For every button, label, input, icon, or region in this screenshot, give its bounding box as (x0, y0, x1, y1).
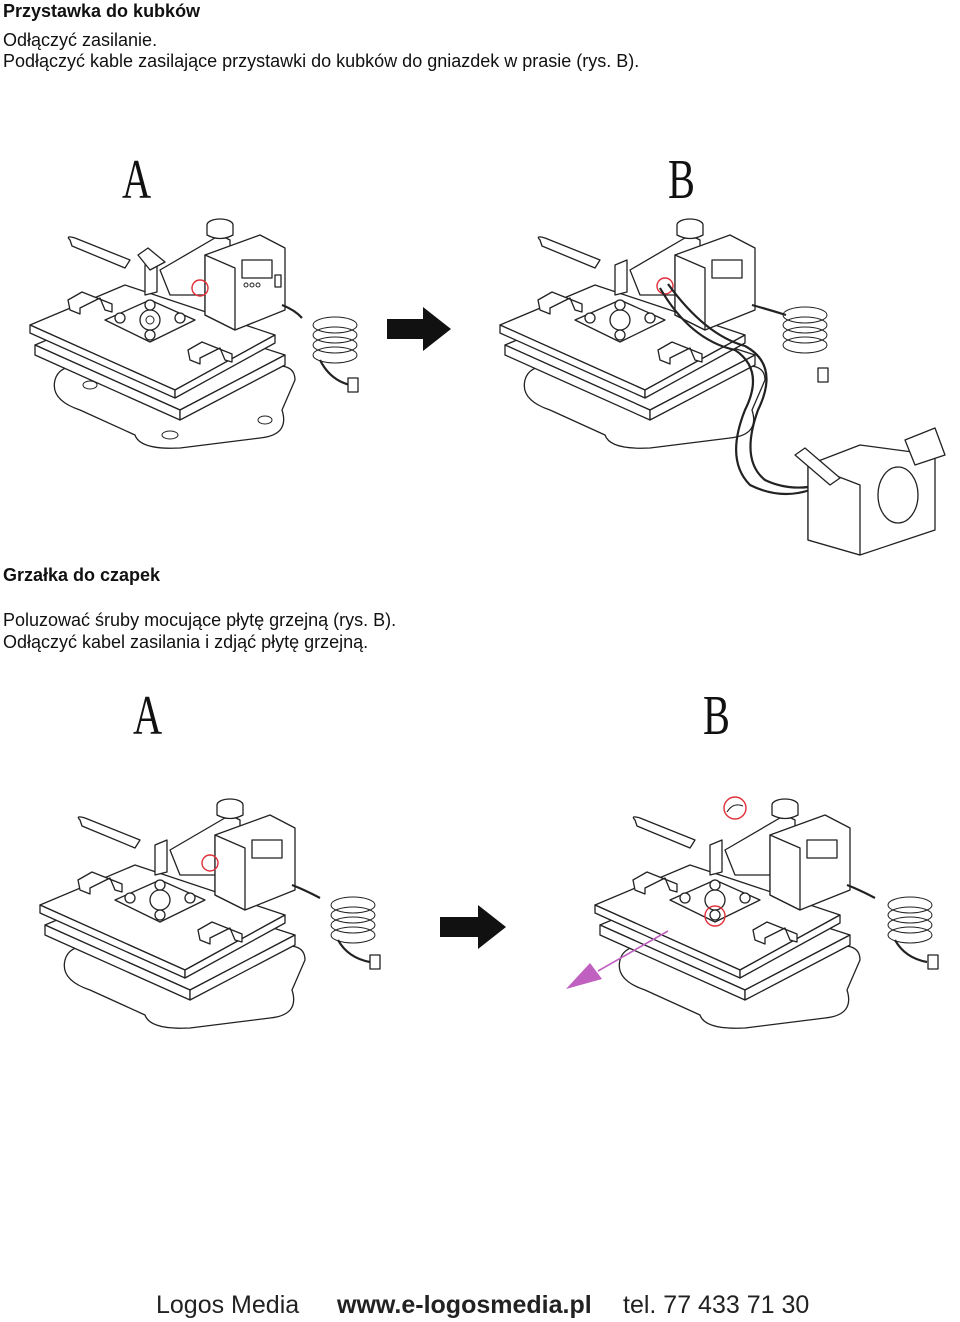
heat-press-illustration (39, 798, 381, 1029)
heat-press-plate-removal-illustration (594, 796, 939, 1029)
figure-label-a: A (122, 149, 152, 211)
figure-label-a: A (133, 685, 163, 747)
instruction-line: Podłączyć kable zasilające przystawki do… (3, 51, 640, 71)
remove-direction-arrow-icon (566, 930, 669, 989)
right-arrow-icon (440, 905, 506, 949)
heat-press-with-mug-attachment-illustration (499, 218, 946, 556)
section-title-mug-attachment: Przystawka do kubków (3, 1, 201, 21)
right-arrow-icon (387, 307, 451, 351)
figure-label-b: B (703, 685, 730, 747)
instruction-line: Odłączyć zasilanie. (3, 30, 158, 50)
footer-phone: tel. 77 433 71 30 (623, 1291, 810, 1319)
footer-website-link[interactable]: www.e-logosmedia.pl (337, 1291, 592, 1319)
heat-press-illustration (29, 218, 359, 449)
footer-company: Logos Media (156, 1291, 300, 1319)
instruction-line: Poluzować śruby mocujące płytę grzejną (… (3, 610, 397, 630)
figure-label-b: B (668, 149, 695, 211)
instruction-line: Odłączyć kabel zasilania i zdjąć płytę g… (3, 632, 369, 652)
section-title-cap-heater: Grzałka do czapek (3, 565, 161, 585)
